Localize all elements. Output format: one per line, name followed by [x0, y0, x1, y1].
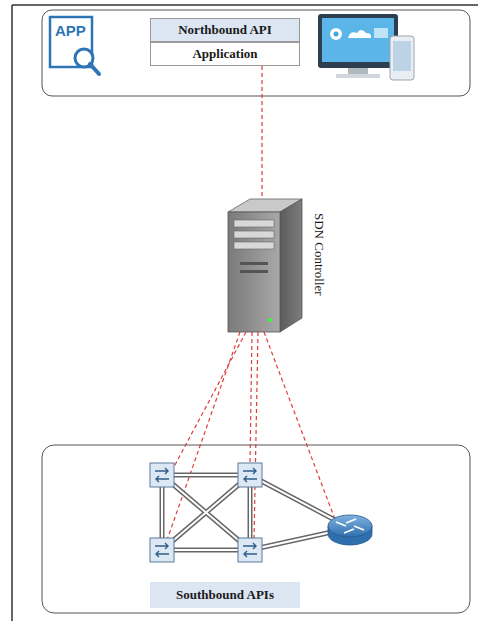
- api-label: Northbound API: [178, 22, 272, 38]
- application-box: Application: [150, 42, 300, 66]
- application-panel: [42, 10, 470, 96]
- app-icon: [50, 17, 99, 74]
- api-label: Southbound APIs: [176, 587, 274, 603]
- api-box: Northbound API: [150, 18, 300, 42]
- control-link: [261, 66, 262, 197]
- node-label: SDN Controller: [311, 213, 327, 296]
- api-box: Southbound APIs: [150, 582, 300, 608]
- server-icon: [228, 199, 302, 332]
- router-icon: [328, 515, 372, 545]
- infrastructure-panel: [42, 445, 470, 613]
- frame-line: [12, 4, 478, 6]
- switch-icon: [150, 463, 262, 562]
- api-label: Application: [192, 46, 257, 62]
- frame-line: [11, 5, 13, 621]
- controller-node: SDN Controller: [225, 197, 335, 335]
- computer-icon: [318, 14, 414, 80]
- app-label: APP: [55, 22, 86, 39]
